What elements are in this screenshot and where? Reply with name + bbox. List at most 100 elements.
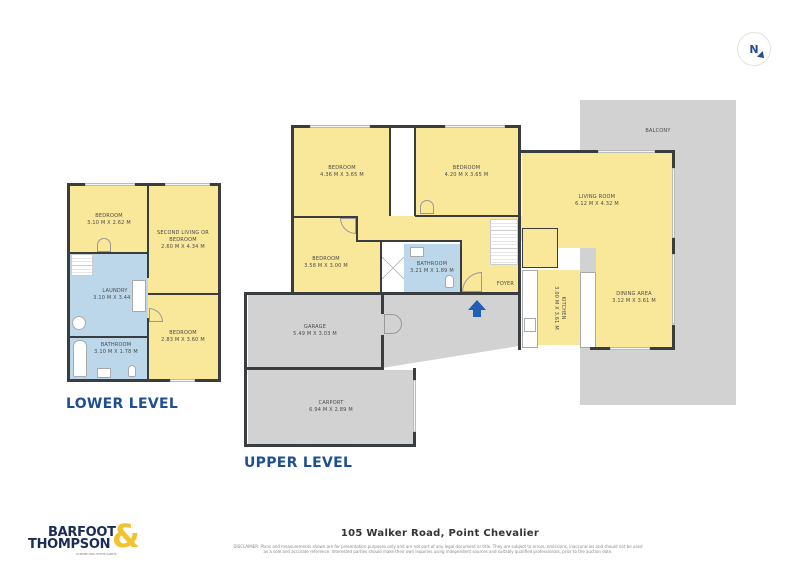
wall [147,318,149,379]
brand-line-1: BARFOOT [48,525,116,540]
room-size: 3.00 M X 3.61 M [553,285,559,330]
wall [672,238,675,254]
room-carport: CARPORT 6.94 M X 2.89 M [248,370,414,444]
wall [518,150,521,350]
wall [147,186,149,278]
wall [67,183,70,382]
window [413,380,416,432]
wall [413,368,416,380]
wall [294,216,358,218]
lower-stairs [71,254,93,276]
brand-ampersand: & [112,517,140,555]
room-size: 3.10 M X 2.62 M [87,219,131,226]
disclaimer-line-2: as a sole and accurate reference. Intere… [263,549,613,554]
wall [218,183,221,382]
room-name: BEDROOM [95,212,123,219]
room-name: CARPORT [318,400,344,406]
wall [70,252,148,254]
room-lower-second-living: SECOND LIVING OR BEDROOM 2.60 M X 4.34 M [148,186,218,294]
room-size: 4.20 M X 3.65 M [444,172,489,178]
entrance-arrow-icon [468,300,486,310]
room-name: BEDROOM [312,256,340,262]
wall [244,444,416,447]
room-name: LAUNDRY [102,287,128,294]
wall [244,367,384,370]
room-size: 3.21 M X 1.89 M [410,268,454,274]
room-name: DINING AREA [616,291,652,297]
toilet-icon [128,365,136,377]
wall [67,379,221,382]
kitchen-island [580,272,596,348]
wall [672,325,675,350]
door-swing [97,238,111,252]
wall [380,240,382,295]
wall [67,183,221,186]
toilet-icon [445,275,454,288]
window [165,183,210,186]
room-upper-bedroom-2: BEDROOM 4.20 M X 3.65 M [415,128,518,216]
room-garage: GARAGE 5.49 M X 3.03 M [248,294,382,368]
room-name: LIVING ROOM [578,193,616,200]
room-name: BATHROOM [416,261,448,267]
door-swing [384,314,402,334]
laundry-bench [132,280,146,312]
window [445,125,505,128]
driveway-entry [382,294,520,368]
room-size: 6.12 M X 4.32 M [575,200,619,207]
wall [460,240,462,295]
compass-north-icon: N [749,42,759,56]
room-size: 3.10 M X 1.78 M [94,349,138,355]
disclaimer-line-1: DISCLAIMER: Plans and measurements shown… [233,544,643,549]
room-size: 2.60 M X 4.34 M [161,243,205,250]
room-dining: DINING AREA 3.12 M X 3.61 M [596,248,672,348]
room-size: 3.58 M X 3.00 M [304,263,348,269]
room-size: 2.83 M X 3.60 M [161,336,205,343]
window [85,183,135,186]
entrance-arrow-stem [473,309,481,317]
room-size: 4.36 M X 3.65 M [320,172,364,178]
room-size: 3.12 M X 3.61 M [612,298,656,304]
wall [518,150,598,153]
window [672,254,675,324]
washing-machine-icon [72,316,86,330]
room-closet [522,228,558,268]
wall [518,125,521,153]
brand-line-2: THOMPSON [28,537,111,552]
brand-logo: BARFOOT THOMPSON [28,525,116,552]
kitchen-label: KITCHEN 3.00 M X 3.61 M [552,286,566,330]
bathtub-icon [73,340,87,377]
wall [415,215,521,217]
wall [389,128,391,216]
upper-stairs [490,219,518,265]
wall [381,292,384,314]
wall [356,216,358,240]
wall [70,336,148,338]
window [310,125,370,128]
sink-icon [97,368,111,378]
window [170,379,195,382]
wall [356,240,462,242]
property-address: 105 Walker Road, Point Chevalier [340,528,540,539]
wall [291,125,294,295]
room-name: BEDROOM [328,165,356,171]
wall [381,335,384,370]
disclaimer: DISCLAIMER: Plans and measurements shown… [168,544,708,554]
brand-tagline: LICENSED REAL ESTATE AGENTS [76,553,117,556]
compass: N [737,32,771,66]
upper-level-title: UPPER LEVEL [244,455,353,471]
room-name: BEDROOM [169,329,197,336]
wall [672,150,675,168]
wall [655,150,675,153]
room-name: KITCHEN [560,295,566,320]
room-name: BEDROOM [169,236,197,243]
room-size: 3.10 M X 3.44 M [93,294,137,301]
shower [382,244,404,292]
room-name: BEDROOM [452,165,481,171]
room-name: FOYER [496,281,514,287]
room-kitchen: KITCHEN 3.00 M X 3.61 M [538,270,580,345]
window [598,150,655,153]
room-size: 6.94 M X 2.89 M [309,407,353,413]
wall [414,128,416,216]
door-swing [420,200,434,214]
room-name: GARAGE [303,324,327,330]
